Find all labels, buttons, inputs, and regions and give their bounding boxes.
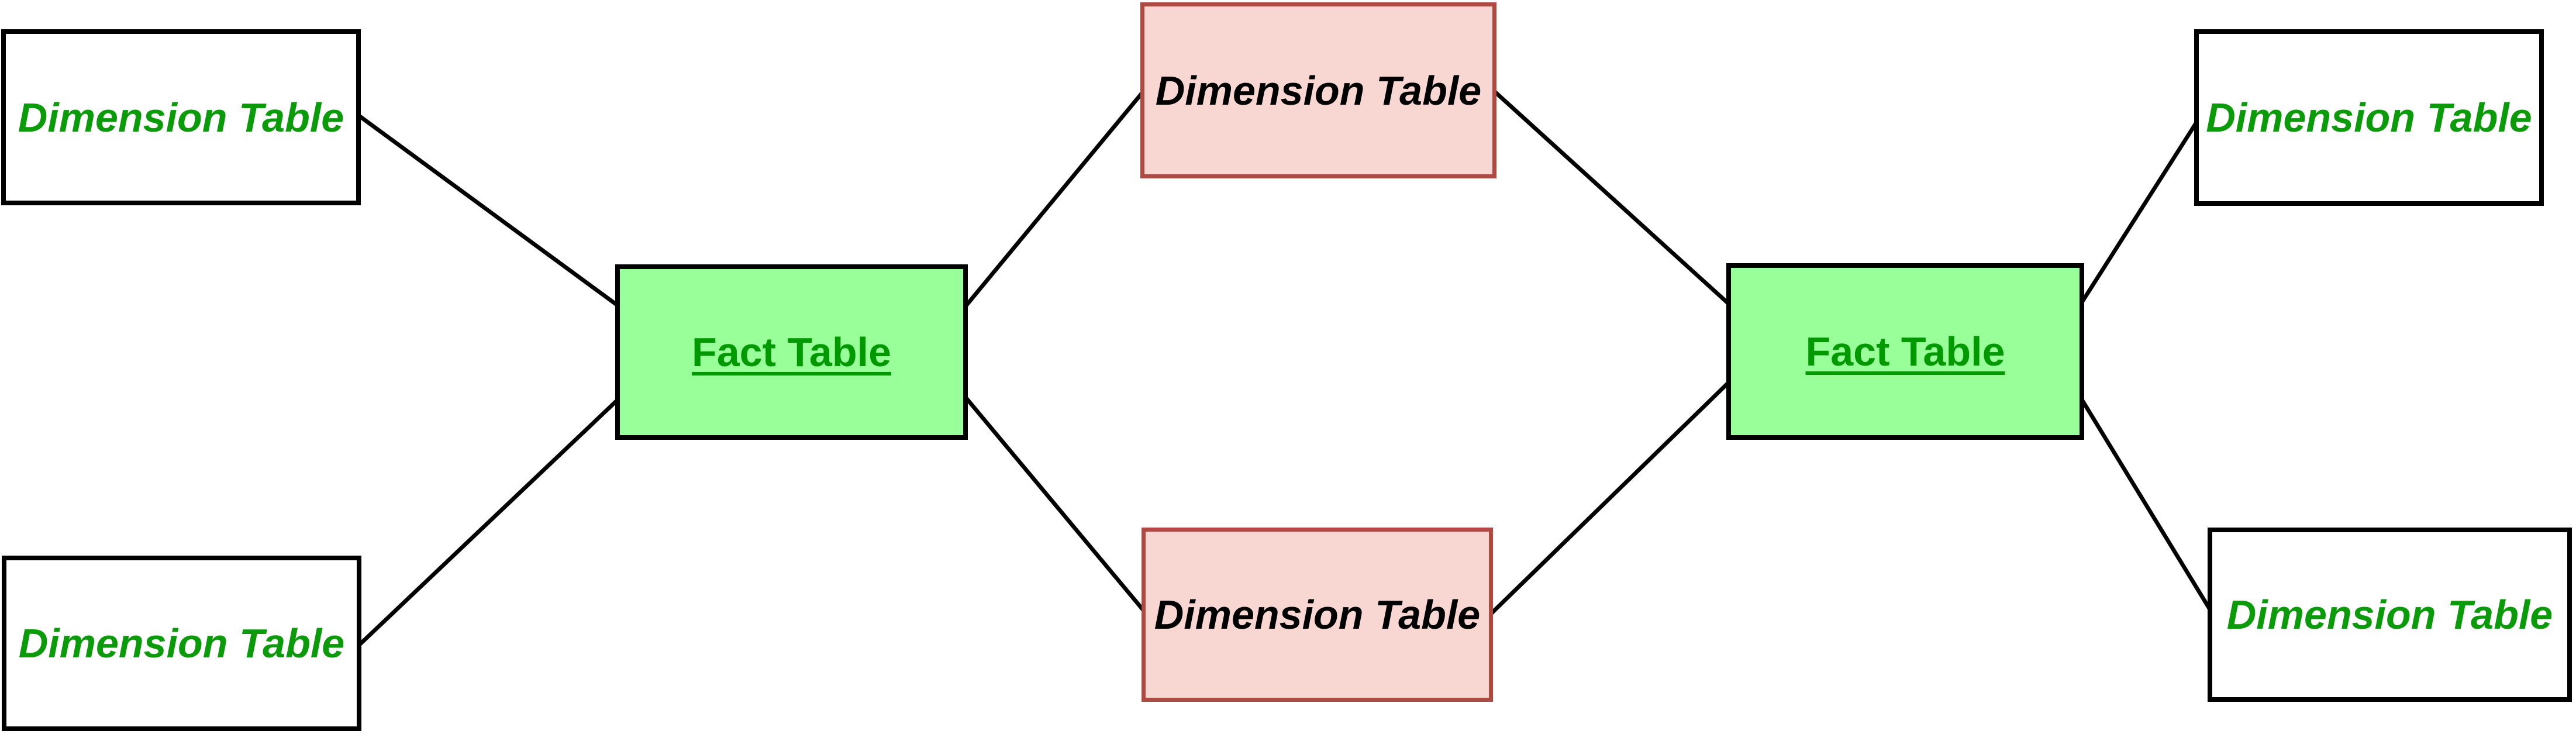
fact-table-label: Fact Table bbox=[691, 329, 891, 375]
edge-dimtopleft-factleft bbox=[357, 114, 622, 309]
fact-table-node-left: Fact Table bbox=[615, 264, 968, 440]
dimension-table-node-bottom-left: Dimension Table bbox=[2, 556, 361, 731]
dimension-table-node-top-left: Dimension Table bbox=[1, 29, 361, 205]
fact-table-node-right: Fact Table bbox=[1726, 263, 2084, 440]
fact-table-label: Fact Table bbox=[1805, 329, 2005, 374]
dimension-table-label: Dimension Table bbox=[18, 94, 344, 140]
edge-dimbottomleft-factleft bbox=[358, 396, 622, 646]
dimension-table-node-top-right: Dimension Table bbox=[2194, 29, 2544, 206]
edge-factright-dimtopright bbox=[2079, 118, 2201, 305]
edge-factleft-dimbottomcenter bbox=[963, 395, 1147, 615]
dimension-table-node-top-center: Dimension Table bbox=[1140, 2, 1496, 178]
edge-factleft-dimtopcenter bbox=[963, 88, 1146, 309]
edge-factright-dimbottomright bbox=[2079, 397, 2213, 614]
dimension-table-label: Dimension Table bbox=[18, 621, 345, 666]
dimension-table-label: Dimension Table bbox=[2226, 592, 2553, 637]
dimension-table-node-bottom-center: Dimension Table bbox=[1142, 528, 1493, 702]
edge-dimtopcenter-factright bbox=[1491, 88, 1733, 308]
dimension-table-label: Dimension Table bbox=[1154, 592, 1481, 637]
dimension-table-node-bottom-right: Dimension Table bbox=[2208, 528, 2572, 702]
dimension-table-label: Dimension Table bbox=[1155, 67, 1482, 113]
dimension-table-label: Dimension Table bbox=[2206, 95, 2532, 140]
edge-dimbottomcenter-factright bbox=[1489, 378, 1733, 616]
